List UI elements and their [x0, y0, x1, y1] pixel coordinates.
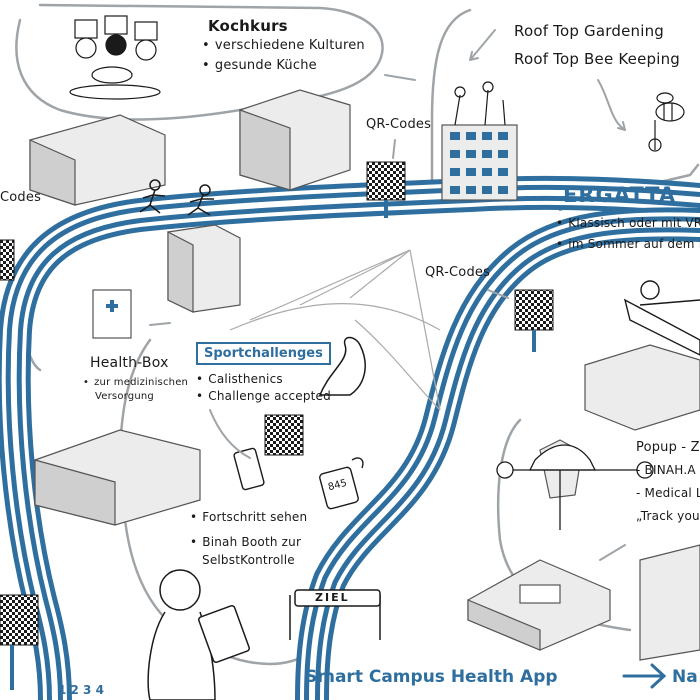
building-windows [450, 132, 508, 194]
health-box-sub-1: zur medizinischen [83, 377, 188, 388]
sportchallenges-title: Sportchallenges [196, 342, 331, 365]
health-box-sub-2: Versorgung [95, 391, 154, 402]
ergatta-item-1: Klassisch oder mit VR [556, 216, 700, 230]
buildings [29, 89, 700, 661]
popup-item-1: BINAH.A [636, 463, 696, 477]
ergatta-title: ERGATTA [563, 183, 677, 207]
bridge-icon [229, 249, 441, 411]
sportchallenges-item-1: Calisthenics [196, 372, 283, 386]
roof-gardening-label: Roof Top Gardening [514, 22, 665, 40]
fortschritt-item-2-line-2: SelbstKontrolle [202, 553, 295, 567]
smartwatch-icon [319, 457, 364, 510]
roof-plants-icon [454, 81, 506, 126]
app-next-label: Na [672, 667, 698, 687]
app-title: Smart Campus Health App [305, 667, 558, 687]
chefs-icon [69, 15, 161, 100]
qr-codes [0, 161, 554, 646]
person-tablet-icon [147, 569, 250, 700]
fortschritt-item-2-line-1: Binah Booth zur [190, 535, 301, 549]
flexed-arm-icon [318, 336, 366, 396]
popup-item-2: Medical L [636, 486, 700, 500]
fortschritt-item-1: Fortschritt sehen [190, 510, 307, 524]
bee-icon [648, 92, 685, 152]
app-arrow-icon [622, 663, 667, 689]
phone-icon [233, 447, 265, 491]
health-box-title: Health-Box [90, 355, 169, 371]
ergatta-item-2: im Sommer auf dem Neck [556, 237, 700, 251]
runners-icon [139, 179, 214, 216]
kochkurs-item-1: verschiedene Kulturen [202, 38, 365, 53]
qr-codes-label-middle: QR-Codes [425, 265, 491, 280]
finish-gate [289, 589, 381, 640]
qr-codes-label-top: QR-Codes [366, 117, 432, 132]
qr-sign-poles [10, 200, 536, 690]
health-cross-icon [106, 300, 118, 312]
arrows [149, 29, 626, 561]
qr-codes-label-left: Codes [0, 190, 42, 205]
lane-numbers: 1 2 3 4 [58, 683, 104, 697]
popup-title: Popup - Ze [636, 440, 700, 455]
roof-beekeeping-label: Roof Top Bee Keeping [514, 50, 681, 68]
finish-label: ZIEL [315, 591, 350, 604]
kochkurs-item-2: gesunde Küche [202, 58, 317, 73]
popup-item-3: „Track you [636, 509, 700, 523]
sportchallenges-item-2: Challenge accepted [196, 389, 331, 403]
popup-tent-icon [496, 444, 654, 530]
rower-icon [623, 280, 700, 356]
kochkurs-title: Kochkurs [208, 17, 288, 35]
